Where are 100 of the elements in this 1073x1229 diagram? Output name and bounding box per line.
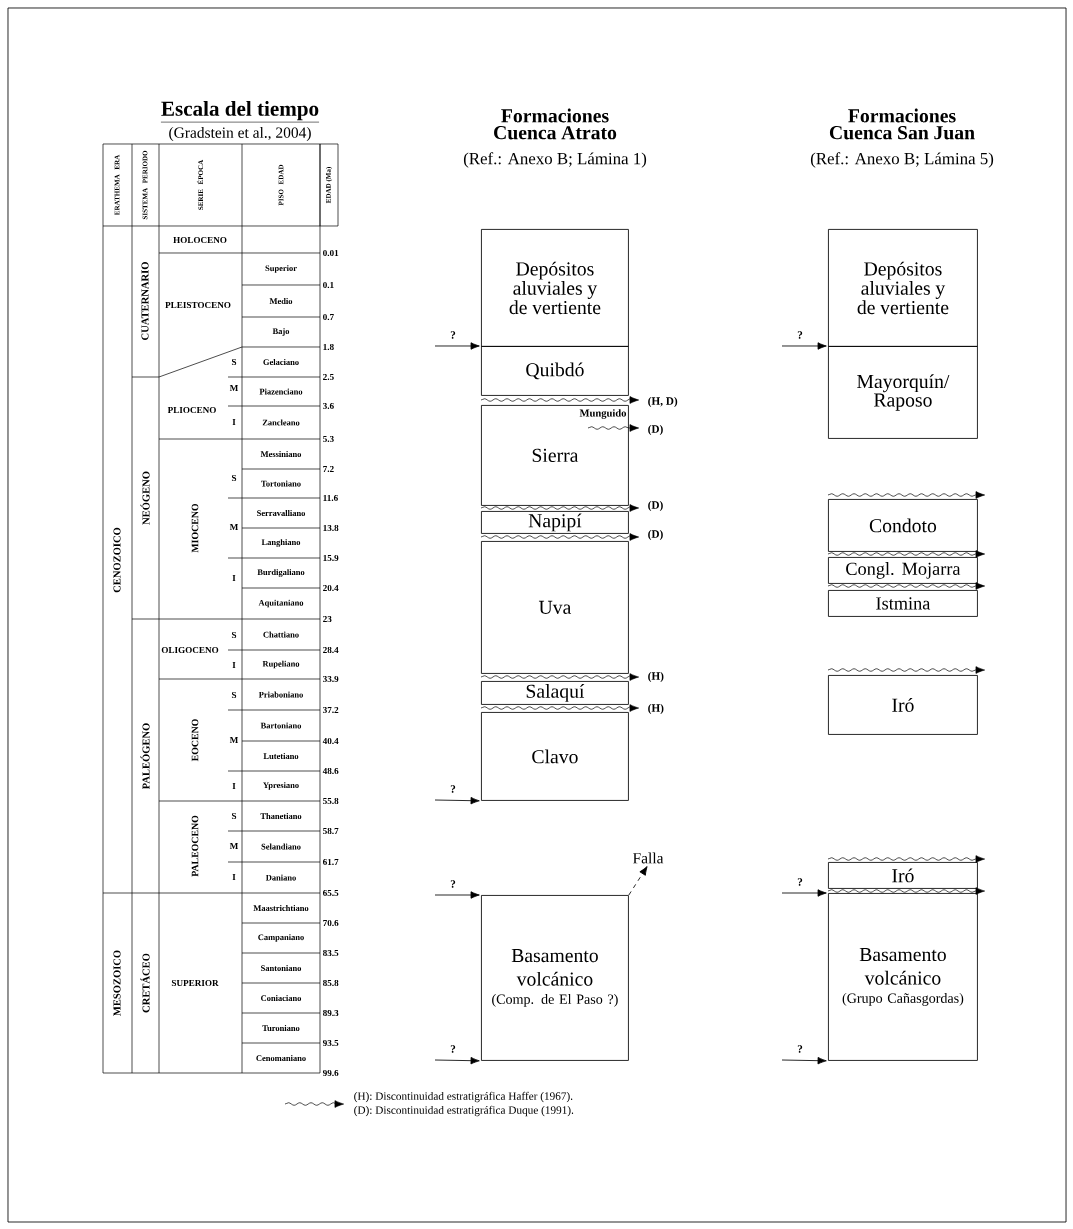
subdivision-letter: S bbox=[231, 474, 237, 482]
formation-box: Condoto bbox=[828, 499, 978, 552]
subdivision-letter: S bbox=[231, 358, 237, 366]
period-label: CUATERNARIO bbox=[141, 262, 149, 340]
stage-label: Chattiano bbox=[263, 631, 299, 638]
formation-box: Iró bbox=[828, 675, 978, 735]
arrow bbox=[781, 1057, 827, 1065]
age-value: 58.7 bbox=[323, 827, 339, 835]
edge-label: ? bbox=[450, 785, 456, 793]
age-value: 1.8 bbox=[323, 343, 334, 351]
epoch-label: PALEOCENO bbox=[191, 815, 199, 877]
stage-label: Santoniano bbox=[261, 965, 302, 971]
age-value: 2.5 bbox=[323, 373, 334, 381]
arrow bbox=[434, 342, 480, 350]
arrow bbox=[434, 1057, 480, 1065]
stage-label: Superior bbox=[265, 265, 297, 273]
stage-label: Langhiano bbox=[261, 539, 301, 547]
formation-box: Clavo bbox=[481, 712, 629, 801]
subdivision-letter: M bbox=[229, 843, 239, 849]
stage-label: Campaniano bbox=[258, 934, 304, 942]
edge-label: ? bbox=[450, 1045, 456, 1053]
stage-label: Tortoniano bbox=[261, 480, 301, 487]
age-value: 48.6 bbox=[322, 767, 339, 775]
age-value: 99.6 bbox=[322, 1069, 339, 1077]
subdivision-letter: I bbox=[232, 575, 236, 581]
heading: Formaciones Cuenca Atrato bbox=[494, 108, 617, 140]
formation-box: Uva bbox=[481, 541, 629, 674]
discontinuity-label: (D) bbox=[648, 424, 663, 436]
subdivision-letter: I bbox=[232, 662, 236, 668]
stage-label: Thanetiano bbox=[260, 813, 302, 819]
legend-text: (D): Discontinuidad estratigráfica Duque (1991). bbox=[354, 1105, 574, 1117]
edge-label: ? bbox=[797, 331, 803, 339]
stage-label: Priaboniano bbox=[258, 691, 303, 698]
age-value: 0.7 bbox=[323, 313, 334, 321]
age-value: 0.01 bbox=[323, 249, 339, 257]
edge-label: ? bbox=[450, 880, 456, 888]
edge-label: ? bbox=[797, 1045, 803, 1053]
age-value: 13.8 bbox=[323, 524, 339, 532]
arrow bbox=[781, 889, 827, 897]
stage-label: Burdigaliano bbox=[257, 569, 305, 577]
stage-label: Ypresiano bbox=[263, 782, 299, 790]
arrow bbox=[434, 891, 480, 899]
reference-text: (Gradstein et al., 2004) bbox=[169, 127, 311, 141]
period-label: PALEÓGENO bbox=[140, 723, 150, 790]
stage-label: Coniaciano bbox=[261, 995, 302, 1001]
age-value: 7.2 bbox=[323, 465, 334, 473]
formation-box: Istmina bbox=[828, 590, 978, 617]
age-value: 0.1 bbox=[323, 281, 334, 289]
age-value: 40.4 bbox=[322, 737, 339, 745]
edge-label: ? bbox=[797, 878, 803, 886]
epoch-label: EOCENO bbox=[191, 719, 199, 762]
subdivision-letter: M bbox=[229, 737, 239, 743]
stage-label: Daniano bbox=[265, 874, 296, 881]
discontinuity-label: (D) bbox=[648, 529, 663, 541]
stage-label: Bartoniano bbox=[260, 722, 302, 729]
age-value: 5.3 bbox=[323, 435, 334, 443]
stage-label: Piazenciano bbox=[259, 388, 303, 395]
age-value: 15.9 bbox=[323, 554, 339, 562]
stage-label: Aquitaniano bbox=[258, 599, 304, 608]
stage-label: Lutetiano bbox=[263, 753, 299, 759]
stage-label: Rupeliano bbox=[262, 660, 300, 669]
age-value: 11.6 bbox=[323, 494, 338, 502]
formation-box: Quibdó bbox=[481, 346, 629, 396]
age-value: 33.9 bbox=[323, 675, 339, 683]
age-value: 23 bbox=[323, 615, 332, 623]
subdivision-letter: I bbox=[232, 874, 236, 880]
age-value: 28.4 bbox=[323, 646, 339, 654]
stage-label: Gelaciano bbox=[263, 359, 299, 365]
discontinuity-label: (H, D) bbox=[648, 396, 678, 408]
epoch-label: OLIGOCENO bbox=[161, 646, 219, 654]
arrow bbox=[781, 342, 827, 350]
subdivision-letter: I bbox=[232, 419, 236, 425]
age-value: 55.8 bbox=[323, 797, 339, 805]
age-value: 3.6 bbox=[323, 402, 334, 410]
period-label: CRETÁCEO bbox=[140, 953, 150, 1013]
age-value: 70.6 bbox=[323, 919, 339, 927]
stage-label: Serravalliano bbox=[257, 510, 306, 516]
age-value: 61.7 bbox=[323, 858, 339, 866]
reference-text: (Ref.: Anexo B; Lámina 5) bbox=[810, 152, 994, 168]
subdivision-letter: S bbox=[231, 812, 237, 820]
era-label: CENOZOICO bbox=[113, 527, 121, 593]
formation-box: Depósitos aluviales y de vertiente bbox=[828, 229, 978, 347]
epoch-label: PLIOCENO bbox=[167, 406, 216, 414]
formation-member-label: Munguido bbox=[579, 409, 627, 419]
stage-label: Medio bbox=[269, 298, 293, 304]
fault-label: Falla bbox=[633, 852, 664, 864]
age-value: 20.4 bbox=[323, 584, 339, 592]
stage-label: Selandiano bbox=[261, 843, 301, 850]
formation-box: Mayorquín/ Raposo bbox=[828, 346, 978, 439]
discontinuity-label: (H) bbox=[648, 671, 664, 683]
period-label: NEÓGENO bbox=[140, 471, 150, 525]
formation-box: Iró bbox=[828, 862, 978, 889]
stage-label: Bajo bbox=[272, 328, 290, 336]
subdivision-letter: M bbox=[229, 385, 239, 391]
age-value: 93.5 bbox=[322, 1039, 339, 1047]
heading: Escala del tiempo bbox=[160, 101, 320, 123]
age-value: 85.8 bbox=[323, 979, 339, 987]
stage-label: Messiniano bbox=[260, 451, 302, 457]
subdivision-letter: M bbox=[229, 524, 239, 530]
stage-label: Zancleano bbox=[262, 419, 300, 426]
